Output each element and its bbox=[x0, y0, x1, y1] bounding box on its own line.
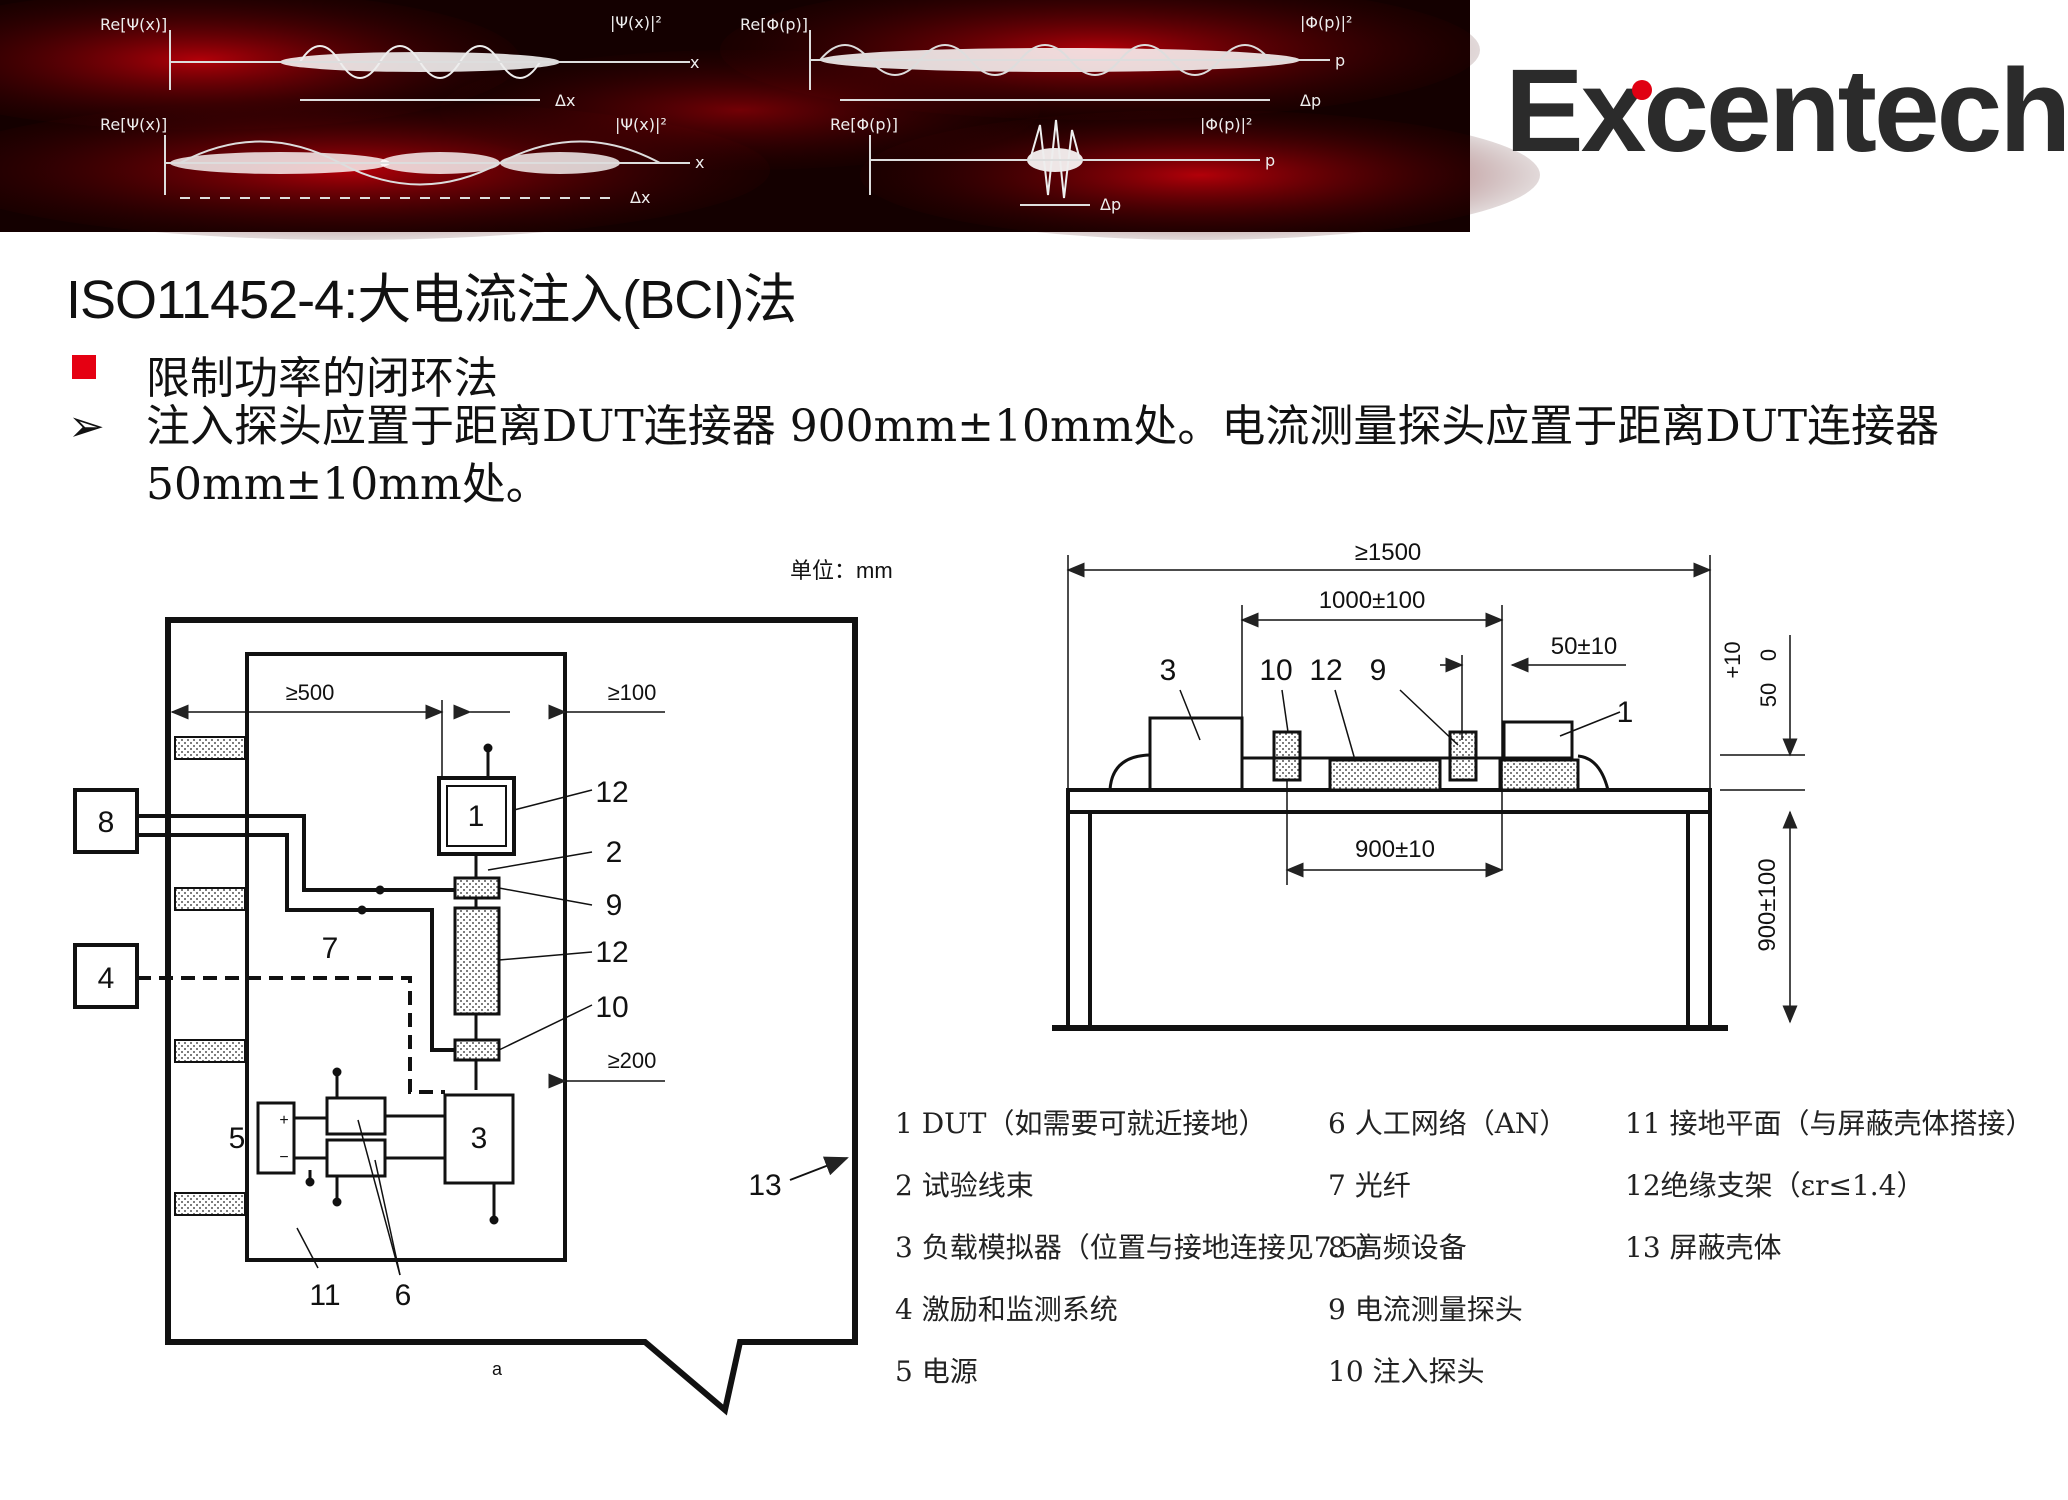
dim-min-500: ≥500 bbox=[286, 680, 335, 705]
legend: 1 DUT（如需要可就近接地） 2 试验线束 3 负载模拟器（位置与接地连接见7… bbox=[895, 1107, 2034, 1388]
left-num-13: 13 bbox=[748, 1169, 781, 1202]
dim-900: 900±10 bbox=[1355, 836, 1435, 863]
dim-50-vertical: 50 bbox=[1756, 683, 1781, 707]
dim-50: 50±10 bbox=[1551, 633, 1618, 660]
legend-item-12: 12绝缘支架（εr≤1.4） bbox=[1625, 1169, 1925, 1202]
legend-item-10: 10 注入探头 bbox=[1328, 1355, 1485, 1388]
left-num-10: 10 bbox=[595, 991, 628, 1024]
page-title: ISO11452-4:大电流注入(BCI)法 bbox=[66, 270, 797, 330]
banner-label-5: Re[Ψ(x)] bbox=[100, 115, 167, 134]
left-num-2: 2 bbox=[606, 836, 623, 869]
banner-axis-3: p bbox=[1335, 51, 1345, 70]
bci-setup-diagram: 单位：mm bbox=[73, 539, 2034, 1416]
left-num-12b: 12 bbox=[595, 936, 628, 969]
dim-min-1500: ≥1500 bbox=[1355, 539, 1422, 566]
legend-item-2: 2 试验线束 bbox=[895, 1169, 1034, 1202]
banner-label-7: Re[Φ(p)] bbox=[830, 115, 898, 134]
banner-label-6: |Ψ(x)|² bbox=[615, 115, 667, 134]
right-num-1: 1 bbox=[1617, 696, 1634, 729]
legend-item-3: 3 负载模拟器（位置与接地连接见7.5） bbox=[895, 1231, 1386, 1264]
left-num-9: 9 bbox=[606, 889, 623, 922]
bullet-text-method: 限制功率的闭环法 bbox=[146, 353, 498, 404]
legend-item-13: 13 屏蔽壳体 bbox=[1625, 1231, 1782, 1264]
legend-item-8: 8 高频设备 bbox=[1328, 1231, 1467, 1264]
left-num-7: 7 bbox=[322, 932, 339, 965]
banner-label-2: |Ψ(x)|² bbox=[610, 13, 662, 32]
legend-item-11: 11 接地平面（与屏蔽壳体搭接） bbox=[1625, 1107, 2034, 1140]
left-top-view-diagram bbox=[73, 617, 858, 1416]
right-num-12: 12 bbox=[1309, 654, 1342, 687]
banner-axis-6: Δx bbox=[630, 188, 650, 207]
logo-text: Excentech bbox=[1505, 45, 2068, 177]
banner-axis-8: Δp bbox=[1100, 195, 1121, 214]
left-num-5: 5 bbox=[229, 1122, 246, 1155]
minus-sign: − bbox=[279, 1149, 288, 1166]
dim-tol-zero: 0 bbox=[1756, 649, 1781, 661]
legend-item-1: 1 DUT（如需要可就近接地） bbox=[895, 1107, 1266, 1140]
bullet-text-probe-position: 注入探头应置于距离DUT连接器 900mm±10mm处。电流测量探头应置于距离D… bbox=[146, 401, 1940, 510]
dim-min-200: ≥200 bbox=[608, 1048, 657, 1073]
left-num-4: 4 bbox=[98, 962, 115, 995]
dim-tol-plus: +10 bbox=[1720, 641, 1745, 678]
banner-axis-5: x bbox=[695, 153, 704, 172]
right-num-9: 9 bbox=[1370, 654, 1387, 687]
left-num-11: 11 bbox=[309, 1279, 340, 1312]
banner-label-3: Re[Φ(p)] bbox=[740, 15, 808, 34]
plus-sign: + bbox=[279, 1112, 288, 1129]
legend-item-4: 4 激励和监测系统 bbox=[895, 1293, 1118, 1326]
arrow-bullet-icon: ➢ bbox=[68, 401, 105, 452]
legend-item-7: 7 光纤 bbox=[1328, 1169, 1411, 1202]
banner-label-8: |Φ(p)|² bbox=[1200, 115, 1252, 134]
right-num-3: 3 bbox=[1160, 654, 1177, 687]
right-side-view-diagram bbox=[1052, 555, 1805, 1031]
banner-label-1: Re[Ψ(x)] bbox=[100, 15, 167, 34]
excentech-logo: Excentech bbox=[1505, 52, 2068, 170]
dim-1000: 1000±100 bbox=[1319, 587, 1426, 614]
legend-item-6: 6 人工网络（AN） bbox=[1328, 1107, 1567, 1140]
logo-red-dot bbox=[1632, 80, 1652, 100]
left-num-12a: 12 bbox=[595, 776, 628, 809]
legend-item-5: 5 电源 bbox=[895, 1355, 978, 1388]
left-footnote-a: a bbox=[492, 1359, 503, 1379]
square-bullet-icon bbox=[72, 355, 96, 379]
left-num-8: 8 bbox=[98, 806, 115, 839]
dim-min-100: ≥100 bbox=[608, 680, 657, 705]
banner-axis-2: Δx bbox=[555, 91, 575, 110]
dim-900-height: 900±100 bbox=[1754, 858, 1781, 951]
banner-axis-4: Δp bbox=[1300, 91, 1321, 110]
left-num-1: 1 bbox=[468, 800, 485, 833]
left-num-3: 3 bbox=[471, 1122, 488, 1155]
banner-label-4: |Φ(p)|² bbox=[1300, 13, 1352, 32]
left-num-6: 6 bbox=[395, 1279, 412, 1312]
legend-item-9: 9 电流测量探头 bbox=[1328, 1293, 1523, 1326]
banner-axis-1: x bbox=[690, 53, 699, 72]
right-num-10: 10 bbox=[1259, 654, 1292, 687]
banner-axis-7: p bbox=[1265, 151, 1275, 170]
unit-label: 单位：mm bbox=[790, 558, 893, 583]
banner-image: Re[Ψ(x)] |Ψ(x)|² Re[Φ(p)] |Φ(p)|² Re[Ψ(x… bbox=[0, 0, 1540, 240]
